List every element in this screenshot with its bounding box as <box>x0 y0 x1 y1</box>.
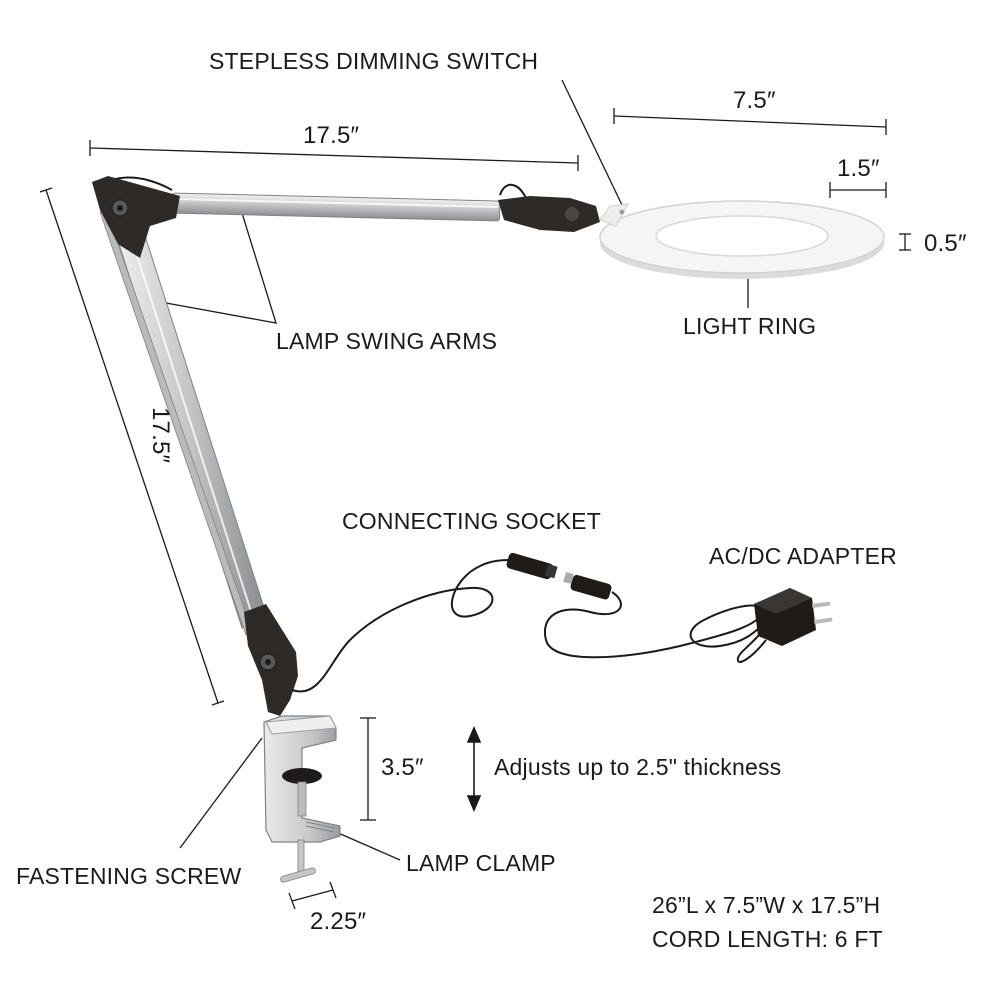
dim-ring-band: 1.5″ <box>837 155 880 182</box>
label-stepless-dimming-switch: STEPLESS DIMMING SWITCH <box>209 48 539 74</box>
light-ring <box>599 200 885 279</box>
adjust-arrow <box>466 725 482 813</box>
dim-arm-side: 17.5″ <box>147 407 174 464</box>
dim-clamp-height: 3.5″ <box>381 754 424 781</box>
lower-swing-arm <box>99 208 269 636</box>
power-cord-adapter <box>543 591 771 663</box>
label-fastening-screw: FASTENING SCREW <box>16 863 242 889</box>
head-joint <box>498 196 600 232</box>
bottom-elbow-joint <box>244 604 298 716</box>
leader-lamp-clamp <box>335 831 401 861</box>
lamp-clamp <box>263 715 341 883</box>
spec-cord-length: CORD LENGTH: 6 FT <box>652 926 883 952</box>
leader-dimming-switch <box>561 79 623 206</box>
dim-arm-top: 17.5″ <box>303 122 360 149</box>
spec-size: 26”L x 7.5”W x 17.5”H <box>652 892 881 918</box>
label-lamp-swing-arms: LAMP SWING ARMS <box>276 328 498 354</box>
label-light-ring: LIGHT RING <box>683 313 817 339</box>
dim-clamp-base: 2.25″ <box>310 908 367 935</box>
connecting-socket <box>506 552 558 580</box>
dim-line-arm-side <box>45 189 219 704</box>
dim-line-ring-width <box>613 115 887 128</box>
upper-swing-arm <box>171 192 501 222</box>
dim-ring-thickness: 0.5″ <box>924 230 967 257</box>
screw-knob <box>282 768 322 784</box>
dim-ring-width: 7.5″ <box>733 87 776 114</box>
leader-fastening-screw <box>179 737 263 849</box>
dimension-lines <box>39 79 911 910</box>
top-elbow-joint <box>92 176 180 258</box>
ac-dc-adapter <box>754 588 833 646</box>
label-adjusts-thickness: Adjusts up to 2.5" thickness <box>494 754 782 780</box>
leader-swing-arms <box>165 212 277 324</box>
power-cord-lamp <box>291 559 513 693</box>
label-lamp-clamp: LAMP CLAMP <box>406 850 556 876</box>
dim-line-clamp-base <box>291 889 334 902</box>
dimming-switch-button <box>619 209 625 215</box>
dim-line-arm-top <box>89 147 579 164</box>
label-connecting-socket: CONNECTING SOCKET <box>342 508 601 534</box>
label-ac-dc-adapter: AC/DC ADAPTER <box>709 543 897 569</box>
adapter-plug <box>563 572 612 600</box>
